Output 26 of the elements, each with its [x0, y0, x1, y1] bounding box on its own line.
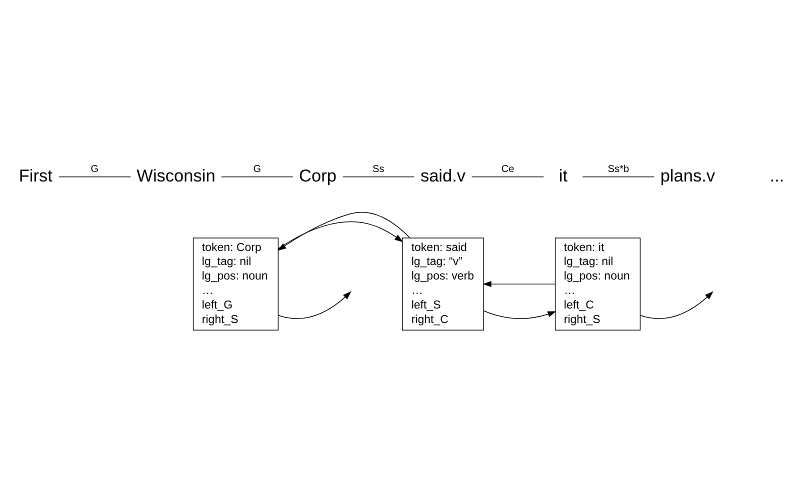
edge-label: Ce: [501, 164, 514, 175]
node-text: plans.v: [660, 165, 716, 186]
edge-label: G: [253, 164, 262, 175]
node-box: token: Corp lg_tag: nil lg_pos: noun … left_G right_S: [192, 238, 279, 330]
edge-label: Ss: [372, 164, 384, 175]
connector: [58, 176, 132, 178]
arrow: [483, 310, 556, 319]
arrow: [278, 291, 352, 319]
node-box: token: said lg_tag: “v” lg_pos: verb … left_S right_C: [402, 238, 484, 330]
arrow: [640, 291, 714, 319]
node-text: said.v: [420, 165, 466, 186]
arrow: [482, 281, 556, 288]
edge-label: Ss*b: [608, 164, 630, 175]
connector: [342, 176, 414, 178]
arrow: [278, 212, 410, 251]
node-text: Wisconsin: [136, 165, 216, 186]
connector: [221, 176, 294, 178]
connector: [582, 176, 654, 178]
arrow: [278, 221, 404, 249]
node-text: Corp: [299, 165, 336, 186]
connector: [471, 176, 544, 178]
node-text: First: [18, 165, 52, 186]
node-text: it: [558, 165, 568, 186]
edge-label: G: [90, 164, 99, 175]
node-text: ...: [770, 165, 784, 186]
node-box: token: it lg_tag: nil lg_pos: noun … left_C right_S: [554, 238, 641, 330]
